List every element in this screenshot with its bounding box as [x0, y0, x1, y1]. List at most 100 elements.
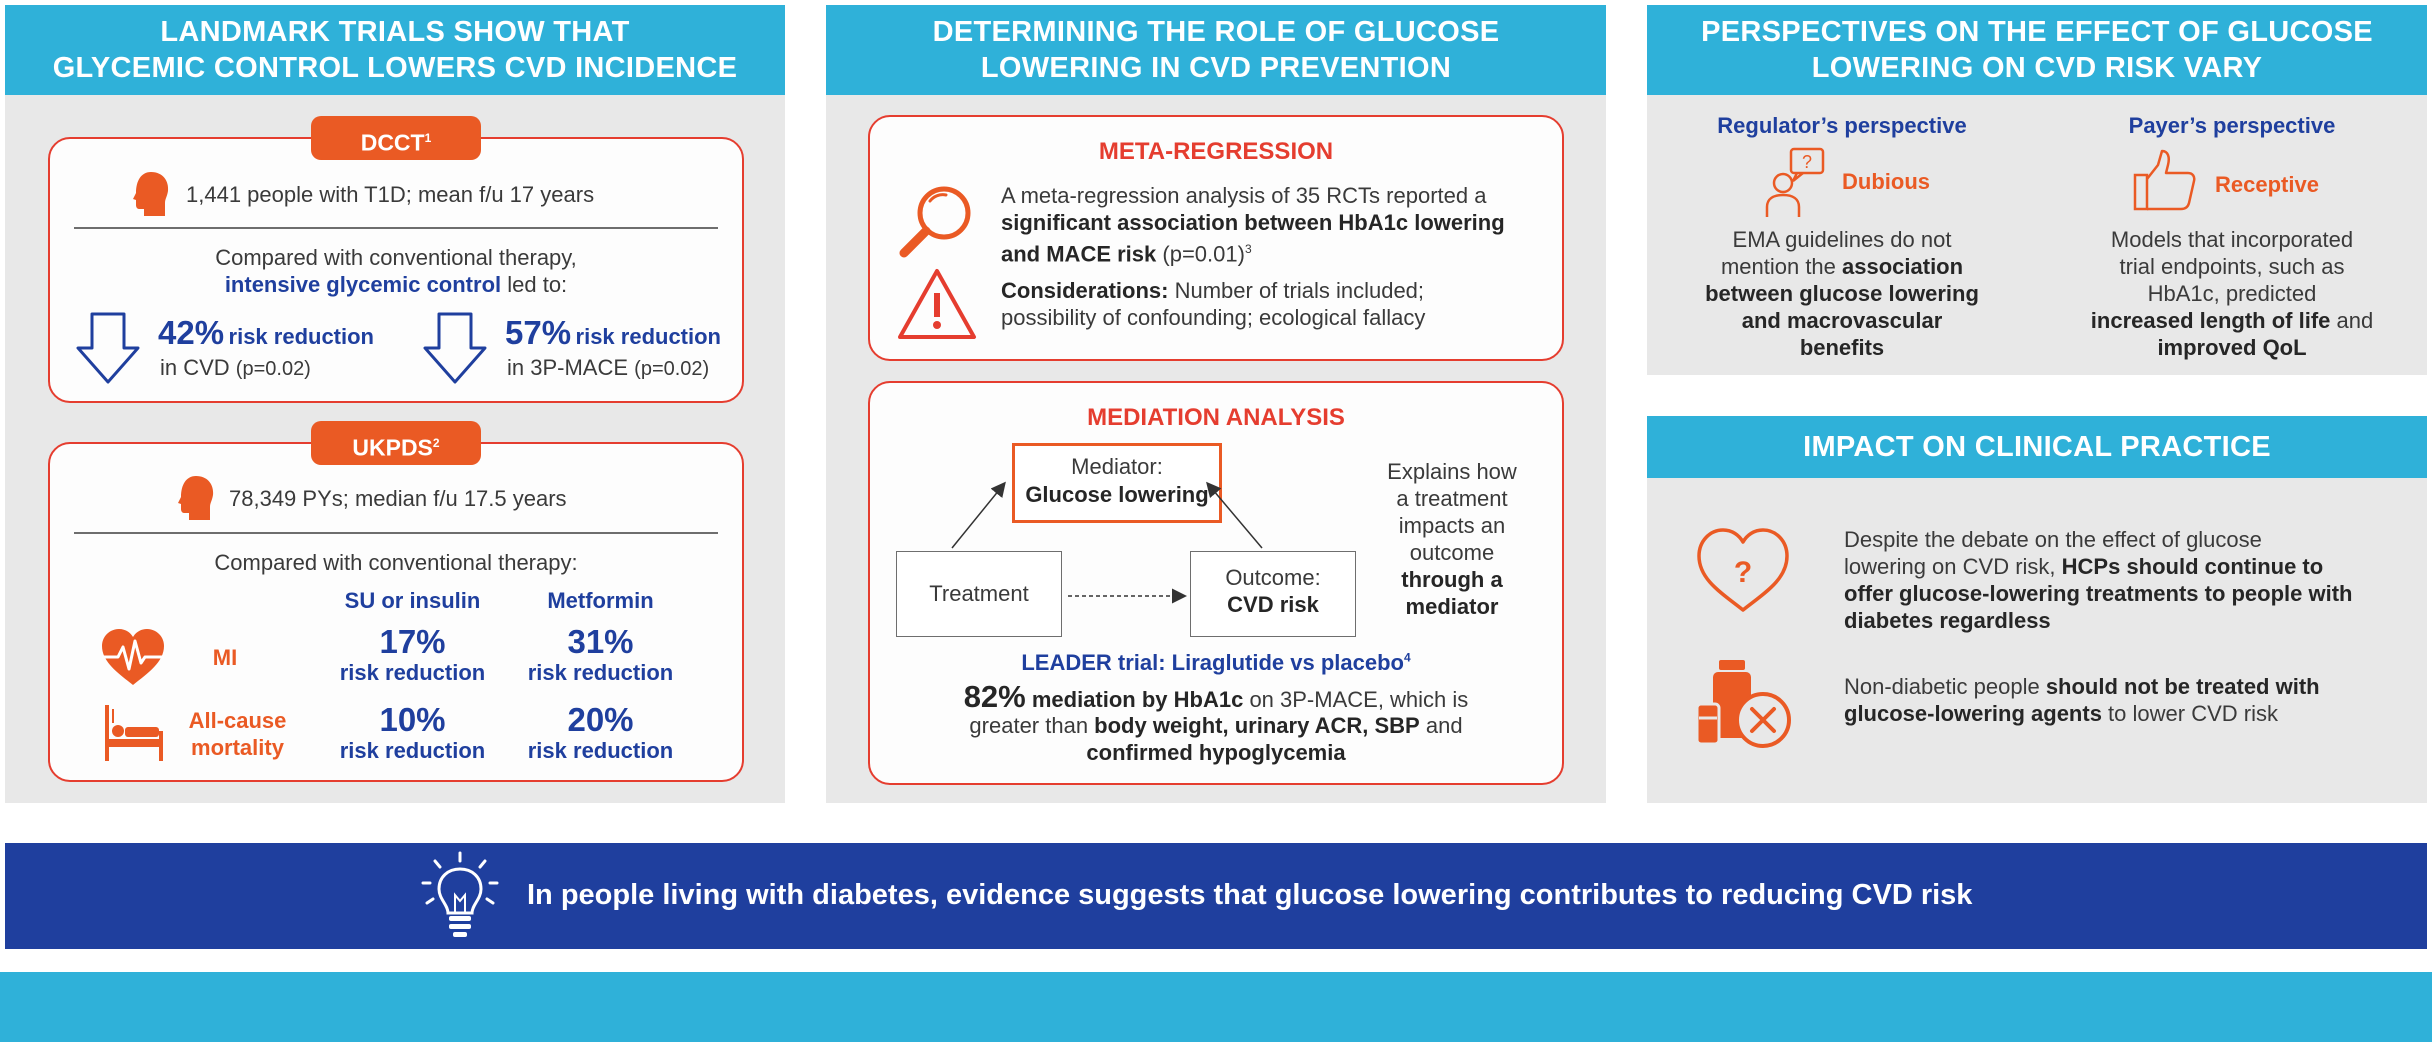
mediation-arrows — [951, 481, 1263, 604]
regulator-l4: and macrovascular — [1741, 308, 1943, 333]
meta-considerations-2: possibility of confounding; ecological f… — [1001, 305, 1426, 330]
thumbs-up-icon — [2133, 149, 2196, 211]
impact-panel: IMPACT ON CLINICAL PRACTICE ? Despite th… — [1647, 416, 2427, 803]
impact-lowering: lowering on CVD risk, — [1844, 554, 2062, 579]
ukpds-mort-su-pct: 10% — [379, 701, 446, 738]
regulator-badge: Dubious — [1842, 169, 1930, 194]
mediator-value: Glucose lowering — [1025, 482, 1209, 507]
treatment-box — [896, 551, 1062, 637]
mediator-label: Mediator: — [1071, 454, 1163, 479]
ukpds-card — [48, 442, 744, 782]
impact-header: IMPACT ON CLINICAL PRACTICE — [1647, 416, 2427, 478]
considerations-text: Number of trials included; — [1168, 278, 1425, 303]
meta-mace: and MACE risk — [1001, 241, 1157, 267]
head-icon — [133, 172, 169, 216]
mediator-box — [1012, 443, 1222, 523]
impact-p2-l2: glucose-lowering agents to lower CVD ris… — [1844, 700, 2278, 727]
ukpds-row-mi: MI — [212, 645, 238, 670]
treatment-label: Treatment — [929, 581, 1029, 606]
ukpds-row-mortality-2: mortality — [191, 735, 284, 760]
header-line: IMPACT ON CLINICAL PRACTICE — [1803, 431, 2271, 463]
ukpds-compared: Compared with conventional therapy: — [214, 550, 578, 575]
regulator-assoc: association — [1842, 254, 1964, 279]
payer-l3: HbA1c, predicted — [2147, 281, 2317, 306]
heart-ecg-icon — [102, 629, 164, 685]
landmark-trials-panel: LANDMARK TRIALS SHOW THAT GLYCEMIC CONTR… — [5, 5, 785, 803]
heart-question-icon: ? — [1697, 528, 1789, 612]
explains-3: impacts an — [1398, 513, 1506, 538]
payer-l4: increased length of life and — [2037, 308, 2427, 334]
reduction-label: risk reduction — [575, 324, 721, 349]
impact-p1-l4: diabetes regardless — [1844, 608, 2051, 633]
meta-p: (p=0.01) — [1156, 241, 1245, 267]
dcct-cvd-reduction: 42% risk reduction — [158, 314, 374, 352]
meta-considerations: Considerations: Number of trials include… — [1001, 277, 1424, 304]
explains-4: outcome — [1409, 540, 1495, 565]
impact-hcps: HCPs should continue to — [2061, 554, 2324, 579]
impact-should-not: should not be treated with — [2045, 674, 2320, 699]
leader-line-3: confirmed hypoglycemia — [1086, 740, 1346, 765]
leader-trial: LEADER trial: Liraglutide vs placebo4 — [868, 650, 1564, 676]
footer-bar — [0, 972, 2432, 1042]
ukpds-divider — [74, 532, 718, 534]
ukpds-tag: UKPDS2 — [311, 421, 481, 465]
regulator-l1: EMA guidelines do not — [1732, 227, 1952, 252]
regulator-mention: mention the — [1720, 254, 1843, 279]
payer-l5: improved QoL — [2157, 335, 2307, 360]
meta-line-1: A meta-regression analysis of 35 RCTs re… — [1001, 183, 1487, 208]
tag-label: UKPDS — [352, 434, 433, 461]
head-icon — [178, 476, 214, 520]
impact-p2-l1: Non-diabetic people should not be treate… — [1844, 673, 2320, 700]
meta-ref: 3 — [1244, 242, 1252, 256]
impact-nondiabetic: Non-diabetic people — [1844, 674, 2046, 699]
impact-p1-l3: offer glucose-lowering treatments to peo… — [1844, 581, 2353, 606]
mediation-title: MEDIATION ANALYSIS — [1087, 404, 1345, 431]
payer-and: and — [2330, 308, 2374, 333]
ukpds-mort-met-pct: 20% — [567, 701, 634, 738]
regulator-l3: between glucose lowering — [1705, 281, 1979, 306]
perspectives-panel: PERSPECTIVES ON THE EFFECT OF GLUCOSE LO… — [1647, 5, 2427, 375]
leader-label: LEADER trial: Liraglutide vs placebo — [1021, 650, 1404, 675]
dcct-mace-sub: in 3P-MACE (p=0.02) — [507, 355, 709, 381]
sub-text: in CVD — [160, 355, 236, 380]
considerations-label: Considerations: — [1001, 278, 1169, 303]
dcct-people: 1,441 people with T1D; mean f/u 17 years — [186, 182, 595, 207]
tag-ref: 2 — [432, 436, 440, 450]
sub-text: in 3P-MACE — [507, 355, 635, 380]
medicine-cross-icon — [1695, 660, 1791, 748]
svg-text:?: ? — [1734, 556, 1752, 589]
arrow-down-icon — [76, 312, 140, 384]
reduction-pct: 57% — [505, 314, 572, 351]
glucose-role-header: DETERMINING THE ROLE OF GLUCOSE LOWERING… — [826, 5, 1606, 95]
glucose-role-panel: DETERMINING THE ROLE OF GLUCOSE LOWERING… — [826, 5, 1606, 803]
magnifier-icon — [899, 186, 971, 258]
ukpds-mort-su-label: risk reduction — [339, 738, 486, 763]
outcome-box — [1190, 551, 1356, 637]
reduction-label: risk reduction — [228, 324, 374, 349]
impact-p1-l1: Despite the debate on the effect of gluc… — [1844, 527, 2262, 552]
tag-label: DCCT — [360, 129, 425, 156]
ukpds-mi-met-pct: 31% — [567, 623, 634, 660]
lightbulb-icon — [421, 851, 499, 937]
intensive-text: intensive glycemic control — [224, 272, 502, 297]
dcct-intensive-line: intensive glycemic control led to: — [48, 272, 744, 298]
led-to-text: led to: — [501, 272, 568, 297]
header-line: DETERMINING THE ROLE OF GLUCOSE — [932, 16, 1500, 48]
impact-lower: to lower CVD risk — [2101, 701, 2278, 726]
explains-6: mediator — [1405, 594, 1499, 619]
impact-p1-l2: lowering on CVD risk, HCPs should contin… — [1844, 553, 2323, 580]
header-line: LANDMARK TRIALS SHOW THAT — [160, 16, 630, 48]
ukpds-mi-met-label: risk reduction — [527, 660, 674, 685]
header-line: PERSPECTIVES ON THE EFFECT OF GLUCOSE — [1701, 16, 2373, 48]
explains-2: a treatment — [1396, 486, 1508, 511]
payer-title: Payer’s perspective — [2128, 113, 2336, 138]
reduction-pct: 42% — [158, 314, 225, 351]
header-line: LOWERING ON CVD RISK VARY — [1811, 52, 2263, 84]
meta-line-3: and MACE risk (p=0.01)3 — [1001, 236, 1252, 267]
ukpds-mi-su-label: risk reduction — [339, 660, 486, 685]
arrow-down-icon — [423, 312, 487, 384]
warning-icon — [898, 269, 976, 339]
p-value: (p=0.02) — [634, 358, 710, 380]
svg-text:?: ? — [1802, 152, 1812, 172]
leader-pct: 82% — [963, 679, 1026, 714]
